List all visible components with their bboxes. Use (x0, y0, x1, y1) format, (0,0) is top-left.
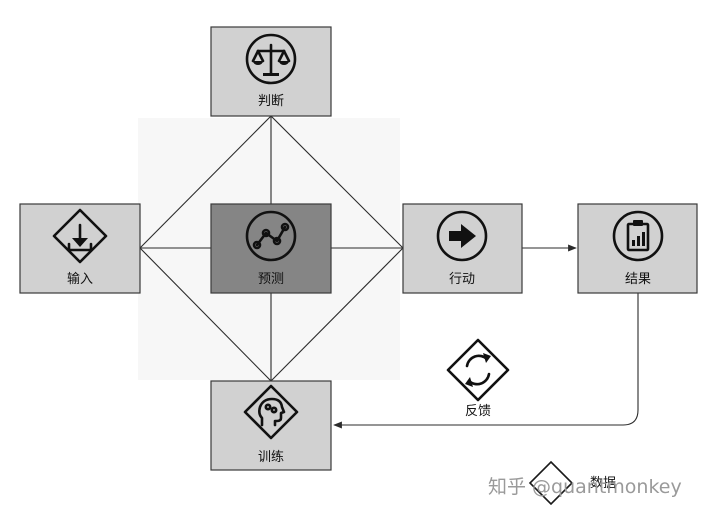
brain-head-diamond-icon (243, 384, 299, 440)
node-feedback-label: 反馈 (465, 404, 491, 419)
node-feedback: 反馈 (446, 338, 510, 419)
node-input-box (19, 203, 141, 294)
clipboard-chart-icon (612, 210, 664, 262)
node-judge-label: 判断 (258, 94, 284, 109)
refresh-diamond-icon (446, 338, 510, 402)
node-input-label: 输入 (67, 271, 93, 287)
node-train: 训练 (210, 380, 332, 471)
scatter-line-icon (245, 210, 297, 262)
connector-action-train (270, 247, 404, 382)
legend-data: 数据 (528, 460, 616, 506)
node-result-box (577, 203, 698, 294)
arrow-feedback-loop (333, 293, 639, 429)
connector-judge-action (270, 115, 404, 249)
diamond-icon (528, 460, 574, 506)
scales-icon (245, 33, 297, 85)
node-predict: 预测 (210, 203, 332, 294)
watermark-text: 知乎 @quantmonkey (488, 476, 682, 498)
download-diamond-icon (52, 208, 108, 264)
node-action-box (402, 203, 523, 294)
node-predict-box (210, 203, 332, 294)
node-train-box (210, 380, 332, 471)
node-judge: 判断 (210, 26, 332, 117)
node-action-label: 行动 (449, 272, 475, 287)
connector-judge-input (139, 115, 272, 249)
node-input: 输入 (19, 203, 141, 294)
node-result-label: 结果 (625, 272, 651, 287)
node-predict-label: 预测 (258, 272, 284, 287)
node-action: 行动 (402, 203, 523, 294)
arrow-right-circle-icon (436, 210, 488, 262)
node-train-label: 训练 (258, 450, 284, 465)
connector-input-train (139, 247, 272, 382)
legend-data-label: 数据 (590, 476, 616, 491)
node-result: 结果 (577, 203, 698, 294)
